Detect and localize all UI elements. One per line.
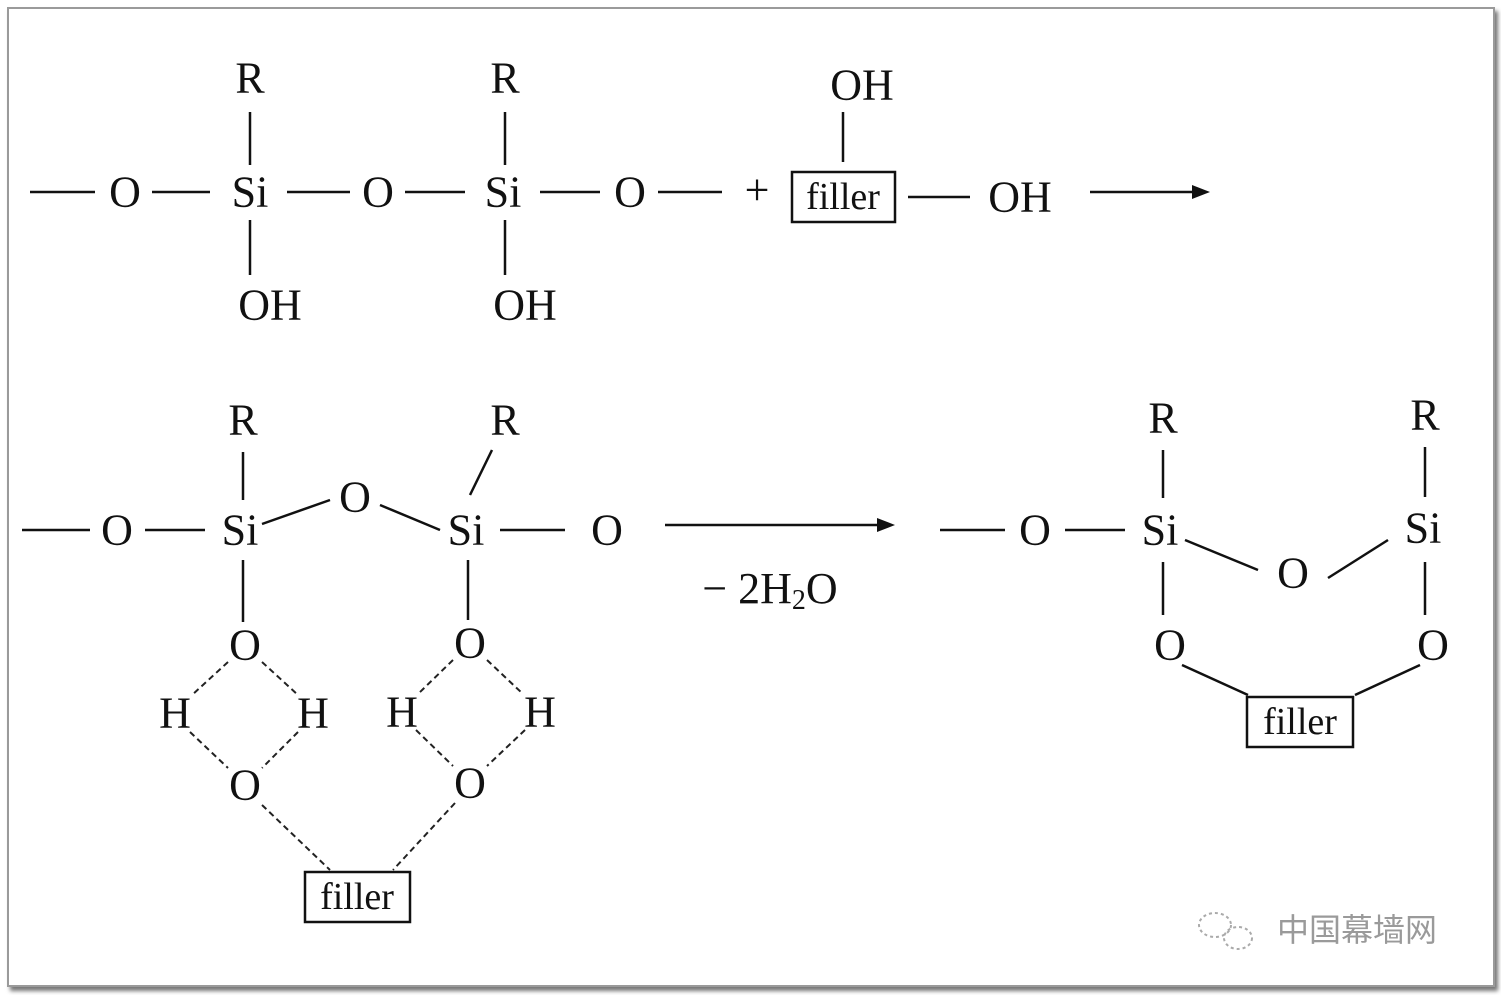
arrow-head-icon <box>877 518 895 532</box>
atom-si: Si <box>448 506 485 555</box>
atom-o: O <box>229 761 261 810</box>
atom-si: Si <box>222 506 259 555</box>
group-oh: OH <box>988 173 1052 222</box>
reaction-condition: − 2H2O <box>702 564 837 616</box>
filler-box <box>790 170 897 224</box>
atom-o: O <box>109 168 141 217</box>
arrow-head-icon <box>1192 185 1210 199</box>
group-oh: OH <box>493 281 557 330</box>
atom-o: O <box>339 473 371 522</box>
filler-box <box>303 870 412 924</box>
atom-o: O <box>1019 506 1051 555</box>
diagram-frame <box>7 7 1495 987</box>
atom-o: O <box>591 506 623 555</box>
reaction-1: O Si O Si O R R OH OH + filler OH OH <box>30 54 1210 330</box>
bond <box>261 498 331 526</box>
group-r: R <box>490 396 520 445</box>
filler-box <box>1245 695 1355 749</box>
group-r: R <box>490 54 520 103</box>
group-oh: OH <box>238 281 302 330</box>
atom-o: O <box>454 759 486 808</box>
atom-h: H <box>524 688 556 737</box>
atom-si: Si <box>232 168 269 217</box>
filler-label: filler <box>1263 701 1337 743</box>
plus-sign: + <box>745 166 770 215</box>
group-r: R <box>1410 391 1440 440</box>
atom-o: O <box>229 621 261 670</box>
group-oh: OH <box>830 61 894 110</box>
bond <box>379 503 441 532</box>
bond <box>1184 538 1259 572</box>
atom-o: O <box>1417 621 1449 670</box>
bond <box>468 449 494 496</box>
group-r: R <box>228 396 258 445</box>
watermark-text: 中国幕墙网 <box>1277 911 1437 949</box>
filler-label: filler <box>806 176 880 218</box>
filler-label: filler <box>320 876 394 918</box>
group-r: R <box>1148 394 1178 443</box>
atom-o: O <box>1277 549 1309 598</box>
wechat-icon <box>1198 912 1253 950</box>
reaction-2-product: O Si O Si R R O O filler <box>940 391 1449 749</box>
reaction-2-intermediate: O Si O Si O R R O O H H H H O O <box>22 396 623 924</box>
atom-h: H <box>297 689 329 738</box>
bond <box>1354 663 1421 697</box>
group-r: R <box>235 54 265 103</box>
atom-o: O <box>362 168 394 217</box>
atom-o: O <box>454 619 486 668</box>
atom-h: H <box>159 689 191 738</box>
atom-si: Si <box>485 168 522 217</box>
atom-h: H <box>386 688 418 737</box>
atom-si: Si <box>1405 504 1442 553</box>
bond <box>1181 663 1249 697</box>
hydrogen-bonds <box>189 659 526 871</box>
condensation-arrow: − 2H2O <box>665 518 895 616</box>
watermark: 中国幕墙网 <box>1198 911 1437 950</box>
bond <box>1327 538 1389 580</box>
atom-o: O <box>1154 621 1186 670</box>
atom-o: O <box>614 168 646 217</box>
atom-o: O <box>101 506 133 555</box>
atom-si: Si <box>1142 506 1179 555</box>
